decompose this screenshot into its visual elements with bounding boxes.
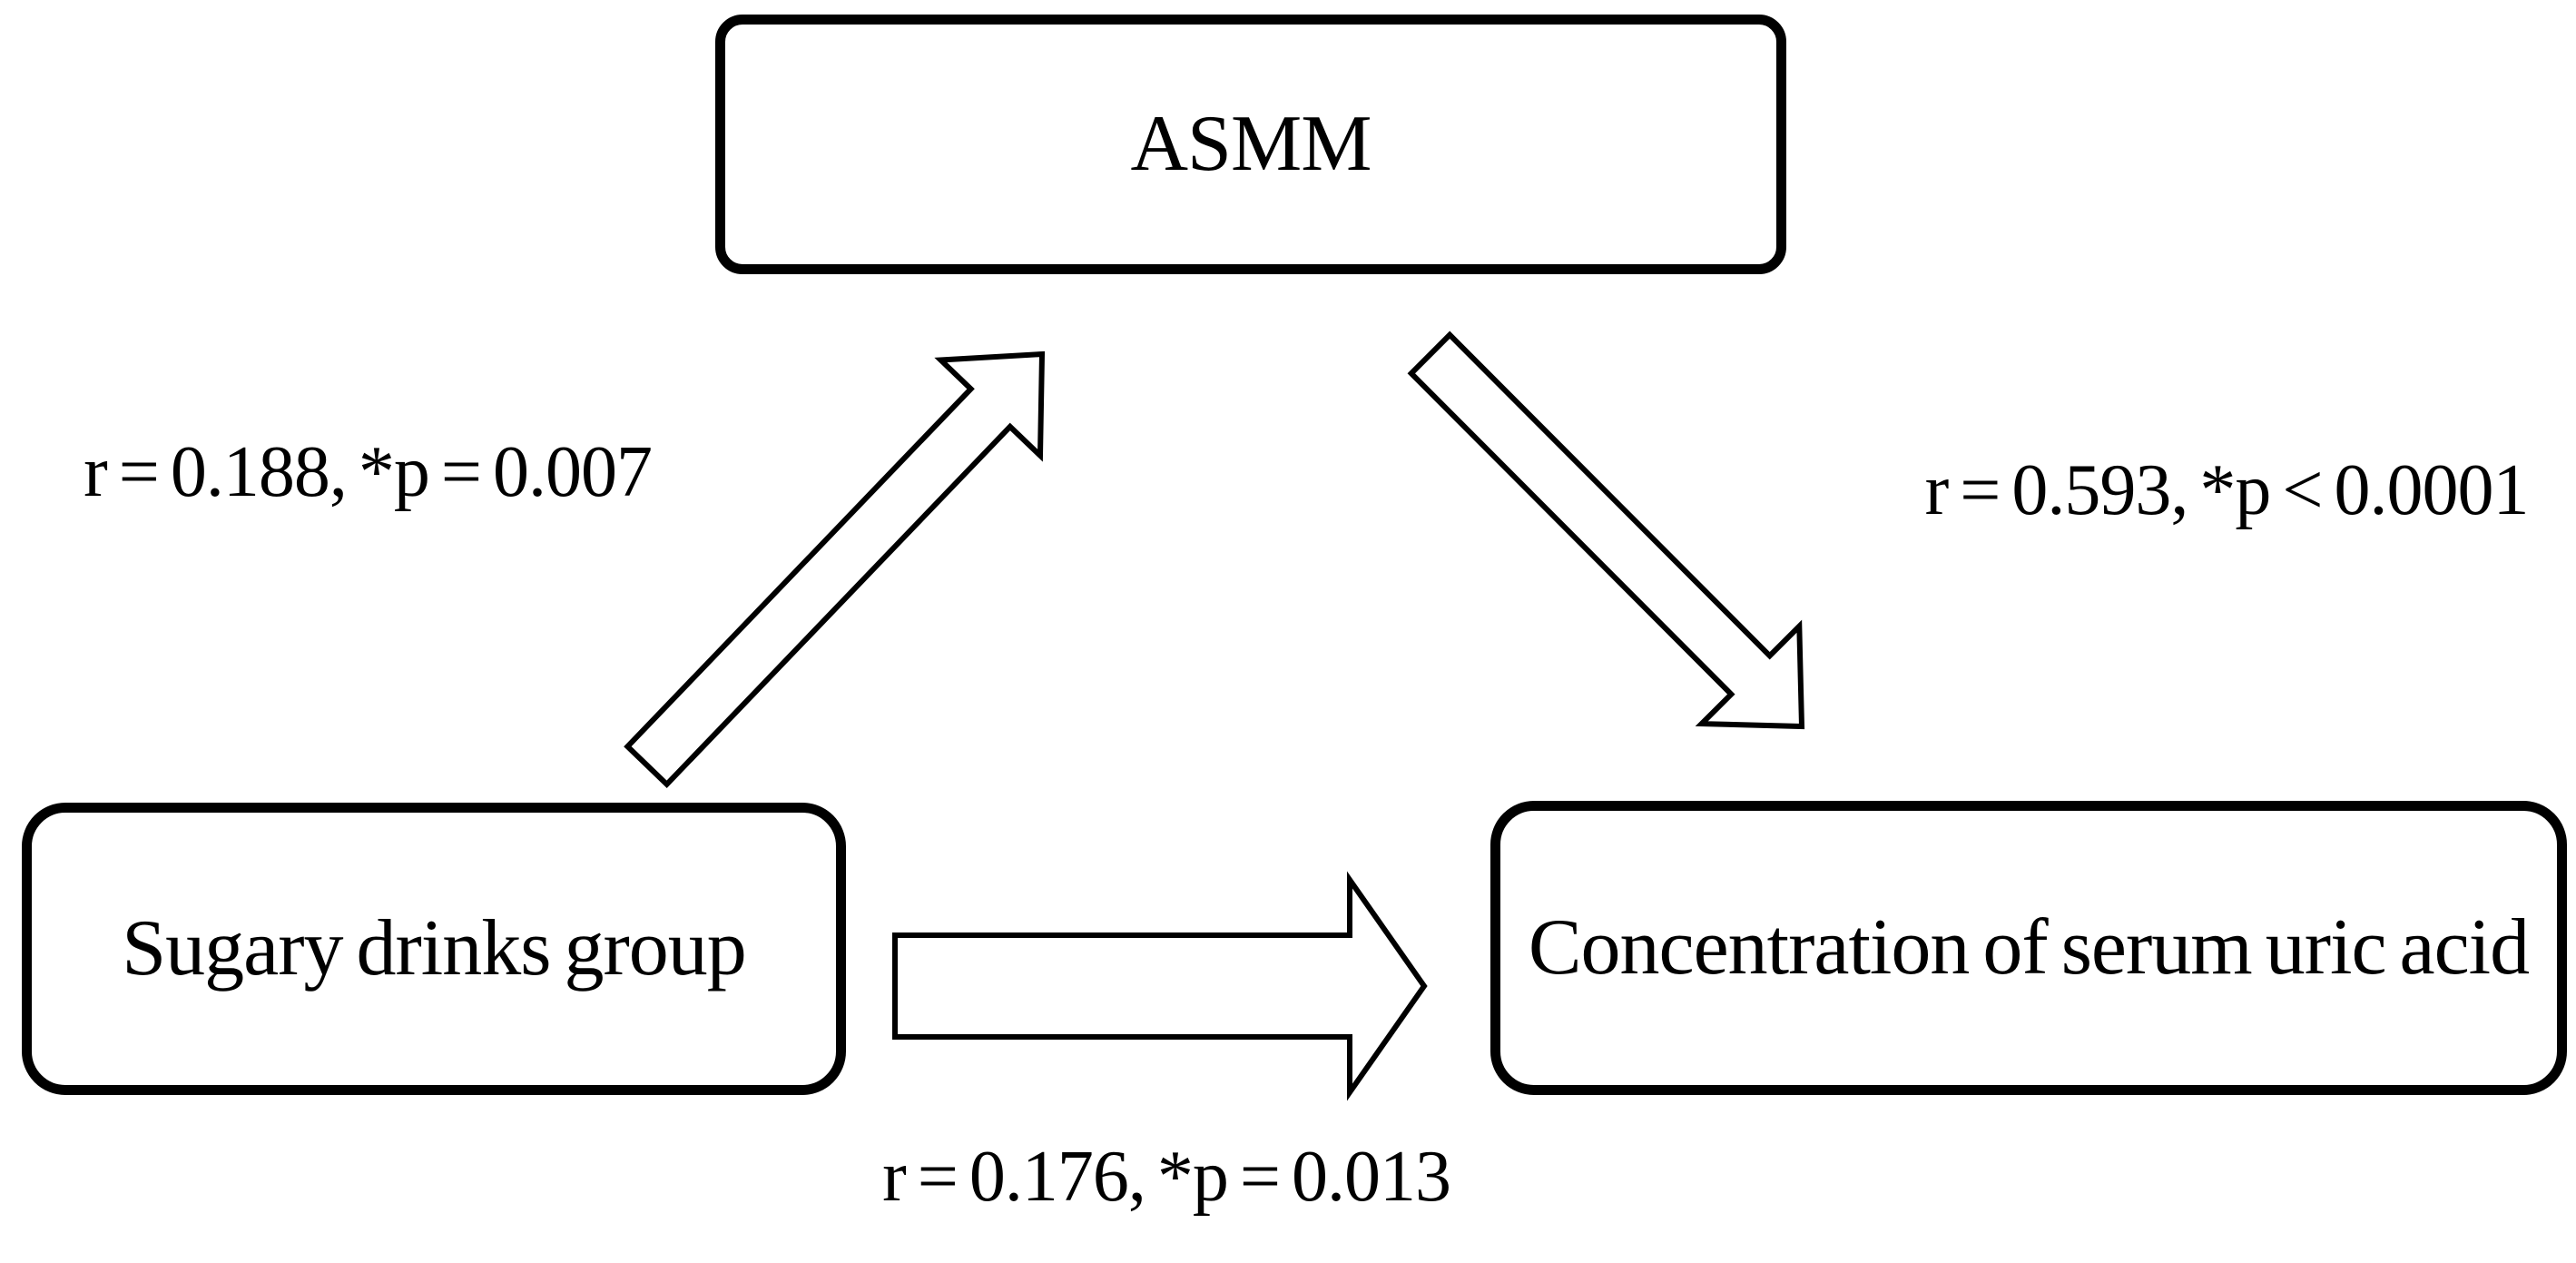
node-asmm: ASMM [715,15,1786,274]
edge-label-sugary-to-asmm: r = 0.188, *p = 0.007 [84,432,653,512]
up-right-block-arrow-icon [624,350,1046,789]
node-serum-uric-acid-label: Concentration of serum uric acid [1528,903,2530,992]
node-sugary-drinks-group: Sugary drinks group [22,803,846,1095]
node-asmm-label: ASMM [1130,99,1372,188]
right-block-arrow-icon [892,871,1428,1101]
edge-label-sugary-to-uric: r = 0.176, *p = 0.013 [882,1137,1451,1217]
node-sugary-drinks-group-label: Sugary drinks group [122,903,747,992]
node-serum-uric-acid: Concentration of serum uric acid [1490,801,2567,1095]
down-right-block-arrow-icon [1407,331,1805,730]
edge-label-asmm-to-uric: r = 0.593, *p < 0.0001 [1924,450,2530,530]
